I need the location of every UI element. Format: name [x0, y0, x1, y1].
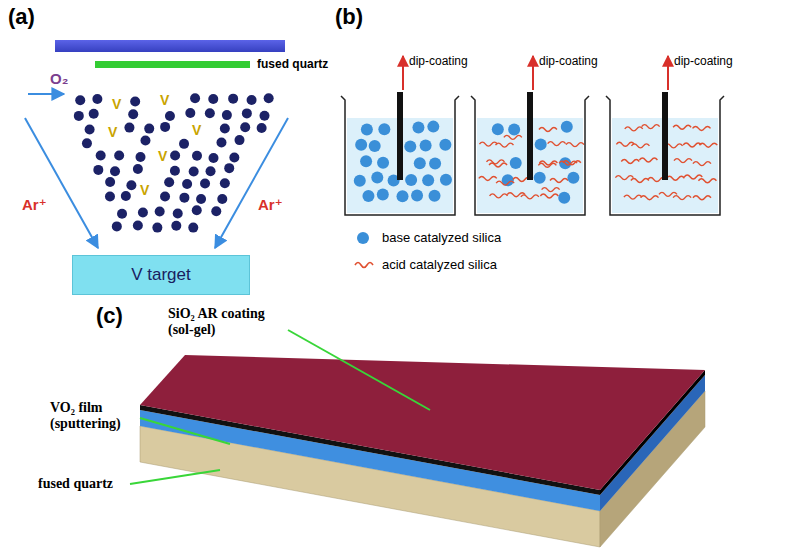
substrate-rod — [397, 92, 403, 180]
ion-arrow — [25, 118, 98, 248]
substrate-holder — [55, 40, 285, 52]
beaker — [341, 56, 459, 215]
sputtered-particles — [74, 93, 274, 232]
beaker — [606, 56, 724, 215]
gas-inlet-arrow — [28, 93, 64, 95]
layer-stack — [130, 330, 705, 547]
leader-line — [288, 330, 430, 410]
vanadium-atom: V — [160, 92, 169, 108]
quartz-substrate — [95, 61, 250, 68]
substrate-label: fused quartz — [95, 57, 328, 71]
ion-label: Ar⁺ — [22, 196, 47, 213]
process-label: dip-coating — [539, 55, 598, 69]
legend-entry: base catalyzed silica — [352, 230, 501, 246]
ar-coating-top — [140, 355, 705, 490]
legend-squiggle — [352, 257, 374, 273]
substrate-rod — [662, 92, 668, 180]
panel-letter: (a) — [8, 4, 35, 29]
target-label: V target — [131, 265, 191, 285]
panel-letter: (b) — [335, 4, 363, 29]
dip-coating-beakers — [341, 56, 724, 215]
ion-label: Ar⁺ — [258, 196, 283, 213]
process-label: dip-coating — [409, 55, 468, 69]
leader-line — [130, 470, 220, 484]
vanadium-atom: V — [192, 122, 201, 138]
layer-label: VO₂ film (sputtering) — [50, 400, 138, 432]
beaker — [471, 56, 589, 215]
legend-entry: acid catalyzed silica — [352, 257, 497, 273]
leader-line — [140, 418, 230, 444]
substrate-label-text: fused quartz — [257, 57, 328, 71]
ion-arrow — [215, 118, 288, 248]
substrate-rod — [527, 92, 533, 180]
target-box: V target — [72, 255, 250, 295]
legend-text: acid catalyzed silica — [382, 258, 497, 273]
vanadium-atom: V — [112, 96, 121, 112]
vanadium-atom: V — [158, 148, 167, 164]
gas-label: O₂ — [50, 70, 68, 87]
panel-letter: (c) — [96, 303, 123, 328]
legend-swatch — [352, 230, 374, 246]
withdraw-arrow — [667, 56, 669, 90]
layer-label: SiO₂ AR coating (sol-gel) — [168, 306, 290, 338]
process-label: dip-coating — [674, 55, 733, 69]
layer-label: fused quartz — [38, 476, 113, 492]
legend-text: base catalyzed silica — [382, 231, 501, 246]
withdraw-arrow — [532, 56, 534, 90]
withdraw-arrow — [402, 56, 404, 90]
vanadium-atom: V — [108, 124, 117, 140]
vanadium-atom: V — [140, 182, 149, 198]
